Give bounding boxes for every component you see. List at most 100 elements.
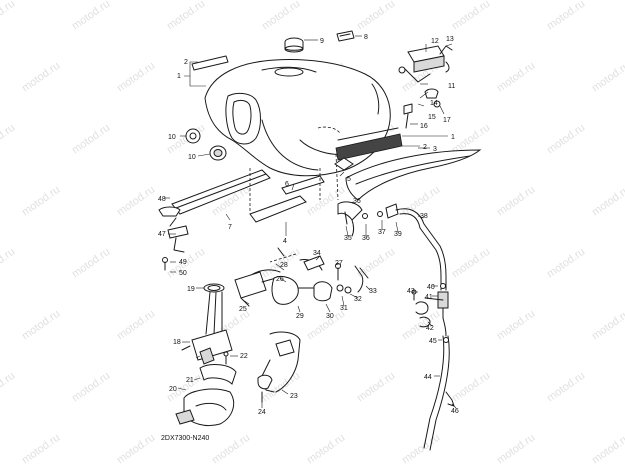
watermark-text: motod.ru [70, 0, 112, 32]
callout-1: 1 [177, 73, 181, 80]
callout-18: 18 [173, 339, 181, 346]
watermark-text: motod.ru [260, 0, 302, 32]
watermark-text: motod.ru [20, 184, 62, 219]
watermark-text: motod.ru [545, 0, 587, 32]
fuel-pipe-38 [395, 208, 447, 291]
callout-24: 24 [258, 409, 266, 416]
watermark-text: motod.ru [355, 370, 397, 405]
callout-37: 37 [378, 229, 386, 236]
watermark-text: motod.ru [355, 0, 397, 32]
fuel-tank [204, 59, 391, 177]
callout-29: 29 [296, 313, 304, 320]
watermark-text: motod.ru [115, 308, 157, 343]
callout-31: 31 [340, 305, 348, 312]
callout-11: 11 [448, 83, 455, 90]
callout-48: 48 [158, 196, 166, 203]
callout-6: 6 [285, 181, 289, 188]
callout-36-lower: 36 [362, 235, 370, 242]
watermark-text: motod.ru [450, 370, 492, 405]
watermark-text: motod.ru [115, 184, 157, 219]
callout-39: 39 [394, 231, 402, 238]
callout-15: 15 [428, 114, 436, 121]
watermark-text: motod.ru [210, 432, 252, 467]
callout-25: 25 [239, 306, 247, 313]
grommet-upper [185, 128, 201, 144]
callout-46: 46 [451, 408, 459, 415]
diagram-code: 2DX7300-N240 [161, 435, 209, 442]
watermark-text: motod.ru [70, 370, 112, 405]
watermark-text: motod.ru [115, 60, 157, 95]
watermark-text: motod.ru [0, 122, 17, 157]
fuel-hose-upper [337, 201, 399, 237]
side-cover [345, 149, 482, 201]
callout-49: 49 [179, 259, 187, 266]
fuel-cap [284, 37, 304, 53]
watermark-text: motod.ru [545, 370, 587, 405]
watermark-text: motod.ru [450, 246, 492, 281]
watermark-text: motod.ru [0, 0, 17, 32]
callout-34: 34 [313, 250, 321, 257]
callout-5: 5 [347, 176, 351, 183]
fuel-sender-float [158, 206, 189, 271]
callout-30: 30 [326, 313, 334, 320]
mounting-bracket [175, 364, 237, 427]
callout-44: 44 [424, 374, 432, 381]
watermark-text: motod.ru [20, 432, 62, 467]
fuel-cock-assembly [181, 283, 233, 365]
watermark-text: motod.ru [545, 246, 587, 281]
callout-50: 50 [179, 270, 187, 277]
watermark-text: motod.ru [495, 60, 537, 95]
callout-23: 23 [290, 393, 298, 400]
fuel-pump-pipes [234, 247, 369, 307]
emblem-small [336, 30, 355, 42]
watermark-text: motod.ru [495, 432, 537, 467]
callout-10-lower: 10 [188, 154, 196, 161]
watermark-text: motod.ru [590, 184, 625, 219]
callout-22: 22 [240, 353, 248, 360]
watermark-text: motod.ru [165, 0, 207, 32]
watermark-text: motod.ru [545, 122, 587, 157]
watermark-text: motod.ru [20, 60, 62, 95]
callout-41: 41 [425, 294, 433, 301]
callout-40: 40 [427, 284, 435, 291]
watermark-text: motod.ru [305, 432, 347, 467]
callout-19: 19 [187, 286, 195, 293]
watermark-text: motod.ru [590, 60, 625, 95]
leader-lines [164, 35, 457, 409]
tank-pad-6 [281, 175, 325, 195]
callout-27: 27 [335, 260, 343, 267]
callout-36-upper: 36 [353, 198, 361, 205]
watermark-text: motod.ru [450, 0, 492, 32]
callout-2: 2 [184, 59, 188, 66]
callout-labels: 1 2 1 2 3 4 5 6 7 8 9 10 10 11 12 13 14 … [158, 34, 459, 442]
watermark-text: motod.ru [0, 246, 17, 281]
callout-14: 14 [430, 100, 438, 107]
callout-7: 7 [228, 224, 232, 231]
watermark-text: motod.ru [70, 122, 112, 157]
fuel-filter-inline [424, 283, 449, 319]
watermark-text: motod.ru [115, 432, 157, 467]
callout-32: 32 [354, 296, 362, 303]
callout-28: 28 [280, 262, 288, 269]
callout-17: 17 [443, 117, 451, 124]
watermark-text: motod.ru [400, 432, 442, 467]
watermark-text: motod.ru [495, 184, 537, 219]
watermark-text: motod.ru [70, 246, 112, 281]
callout-47: 47 [158, 231, 166, 238]
callout-2-right: 2 [423, 144, 427, 151]
watermark-text: motod.ru [590, 432, 625, 467]
watermark-text: motod.ru [495, 308, 537, 343]
fuel-hose-long [423, 317, 455, 451]
callout-42: 42 [426, 325, 434, 332]
watermark-text: motod.ru [0, 370, 17, 405]
callout-43: 43 [407, 288, 415, 295]
callout-38: 38 [420, 213, 428, 220]
tank-pad-4 [249, 195, 307, 223]
callout-35: 35 [344, 235, 352, 242]
callout-10-upper: 10 [168, 134, 176, 141]
callout-3: 3 [433, 146, 437, 153]
callout-26: 26 [276, 276, 284, 283]
callout-8: 8 [364, 34, 368, 41]
